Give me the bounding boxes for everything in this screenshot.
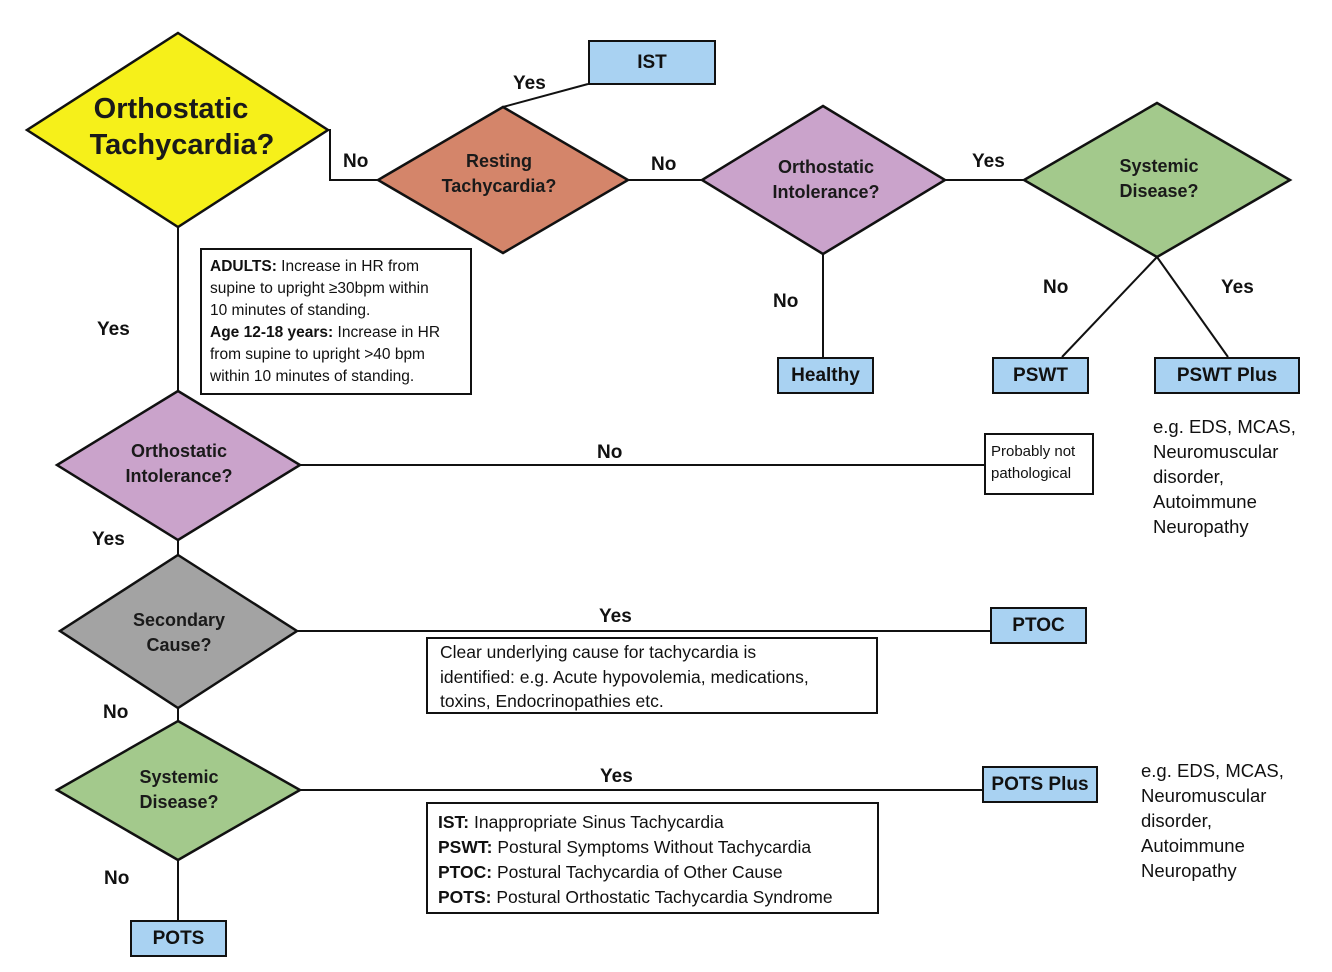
line-systemic-to-pswtplus (1156, 256, 1229, 358)
examples-bottom-line2: Neuromuscular (1141, 785, 1267, 806)
outcome-pswt-plus-box: PSWT Plus (1154, 357, 1300, 394)
legend-ptoc: PTOC: Postural Tachycardia of Other Caus… (438, 860, 867, 885)
probably-line1: Probably not (991, 443, 1076, 460)
resting-tachycardia-line2: Tachycardia? (442, 176, 557, 196)
legend-pots-abbr: POTS: (438, 887, 492, 907)
secondary-cause-note: Clear underlying cause for tachycardia i… (426, 637, 878, 714)
systemic-disease-bottom-diamond (54, 719, 303, 862)
secondary-cause-line1: Secondary (133, 610, 225, 630)
line-resting-to-ist (502, 83, 589, 108)
adults-line2: supine to upright ≥30bpm within (210, 280, 429, 297)
connector-lines (177, 83, 1229, 920)
legend-pswt-text: Postural Symptoms Without Tachycardia (492, 837, 812, 857)
legend-pots-text: Postural Orthostatic Tachycardia Syndrom… (491, 887, 833, 907)
edge-label-yes-ist: Yes (513, 73, 546, 94)
legend-pswt: PSWT: Postural Symptoms Without Tachycar… (438, 835, 867, 860)
orthostatic-tachycardia-line1: Orthostatic (94, 93, 249, 125)
outcome-pots-box: POTS (130, 920, 227, 957)
secondary-note-line1: Clear underlying cause for tachycardia i… (440, 642, 757, 662)
edge-label-yes-ptoc: Yes (599, 606, 632, 627)
orthostatic-tachycardia-line2: Tachycardia? (90, 129, 275, 161)
examples-top-line5: Neuropathy (1153, 516, 1249, 537)
outcome-pots-plus-box: POTS Plus (982, 766, 1098, 803)
teen-line1: Increase in HR (333, 324, 441, 341)
edge-label-yes-main: Yes (97, 319, 130, 340)
resting-tachycardia-diamond (375, 105, 631, 255)
orthostatic-tachycardia-diamond (24, 31, 331, 229)
edge-label-no-pots: No (104, 868, 129, 889)
diagnostic-criteria-note: ADULTS: Increase in HR from supine to up… (200, 248, 472, 395)
examples-top: e.g. EDS, MCAS, Neuromuscular disorder, … (1153, 414, 1296, 539)
examples-bottom-line5: Neuropathy (1141, 860, 1237, 881)
edge-label-no-orth-intol: No (651, 154, 676, 175)
edge-label-yes-secondary: Yes (92, 529, 125, 550)
secondary-cause-line2: Cause? (146, 635, 211, 655)
resting-tachycardia-line1: Resting (466, 151, 532, 171)
examples-bottom-line3: disorder, (1141, 810, 1212, 831)
abbreviation-legend: IST: Inappropriate Sinus Tachycardia PSW… (426, 802, 879, 914)
edge-label-no-resting: No (343, 151, 368, 172)
orthostatic-intolerance-left-line1: Orthostatic (131, 441, 227, 461)
examples-bottom: e.g. EDS, MCAS, Neuromuscular disorder, … (1141, 758, 1284, 883)
adults-line3: 10 minutes of standing. (210, 302, 371, 319)
adults-line1: Increase in HR from (276, 258, 420, 275)
secondary-note-line2: identified: e.g. Acute hypovolemia, medi… (440, 666, 809, 687)
teen-line2: from supine to upright >40 bpm (210, 346, 425, 363)
systemic-disease-bottom-line1: Systemic (139, 767, 218, 787)
legend-ptoc-text: Postural Tachycardia of Other Cause (492, 862, 783, 882)
edge-label-no-probably: No (597, 442, 622, 463)
examples-top-line4: Autoimmune (1153, 491, 1257, 512)
systemic-disease-top-line1: Systemic (1119, 156, 1198, 176)
legend-pots: POTS: Postural Orthostatic Tachycardia S… (438, 885, 867, 910)
edge-label-yes-systemic: Yes (972, 151, 1005, 172)
examples-top-line2: Neuromuscular (1153, 441, 1279, 462)
edge-label-no-healthy: No (773, 291, 798, 312)
edge-label-yes-pots-plus: Yes (600, 766, 633, 787)
orthostatic-intolerance-left-line2: Intolerance? (125, 466, 232, 486)
examples-top-line1: e.g. EDS, MCAS, (1153, 416, 1296, 437)
legend-pswt-abbr: PSWT: (438, 837, 493, 857)
examples-bottom-line4: Autoimmune (1141, 835, 1245, 856)
orthostatic-intolerance-top-line1: Orthostatic (778, 157, 874, 177)
outcome-healthy-box: Healthy (777, 357, 874, 394)
orthostatic-intolerance-top-line2: Intolerance? (772, 182, 879, 202)
systemic-disease-top-line2: Disease? (1119, 181, 1198, 201)
secondary-note-line3: toxins, Endocrinopathies etc. (440, 691, 664, 711)
secondary-cause-diamond (57, 553, 300, 710)
legend-ptoc-abbr: PTOC: (438, 862, 493, 882)
systemic-disease-bottom-line2: Disease? (139, 792, 218, 812)
probably-line2: pathological (991, 465, 1072, 482)
orthostatic-intolerance-top-diamond (699, 104, 948, 256)
orthostatic-intolerance-left-diamond (54, 389, 303, 542)
outcome-ist-box: IST (588, 40, 716, 85)
edge-label-yes-pswt-plus: Yes (1221, 277, 1254, 298)
line-systemic-to-pswt (1061, 256, 1158, 358)
edge-label-no-pswt: No (1043, 277, 1068, 298)
teen-line3: within 10 minutes of standing. (210, 368, 415, 385)
legend-ist-abbr: IST: (438, 812, 470, 832)
outcome-pswt-box: PSWT (992, 357, 1089, 394)
adults-label: ADULTS: (210, 258, 277, 275)
systemic-disease-top-diamond (1021, 101, 1293, 259)
legend-ist: IST: Inappropriate Sinus Tachycardia (438, 810, 867, 835)
teen-label: Age 12-18 years: (210, 324, 334, 341)
probably-not-pathological-box: Probably not pathological (984, 433, 1094, 495)
examples-bottom-line1: e.g. EDS, MCAS, (1141, 760, 1284, 781)
legend-ist-text: Inappropriate Sinus Tachycardia (469, 812, 724, 832)
outcome-ptoc-box: PTOC (990, 607, 1087, 644)
edge-label-no-systemic: No (103, 702, 128, 723)
examples-top-line3: disorder, (1153, 466, 1224, 487)
